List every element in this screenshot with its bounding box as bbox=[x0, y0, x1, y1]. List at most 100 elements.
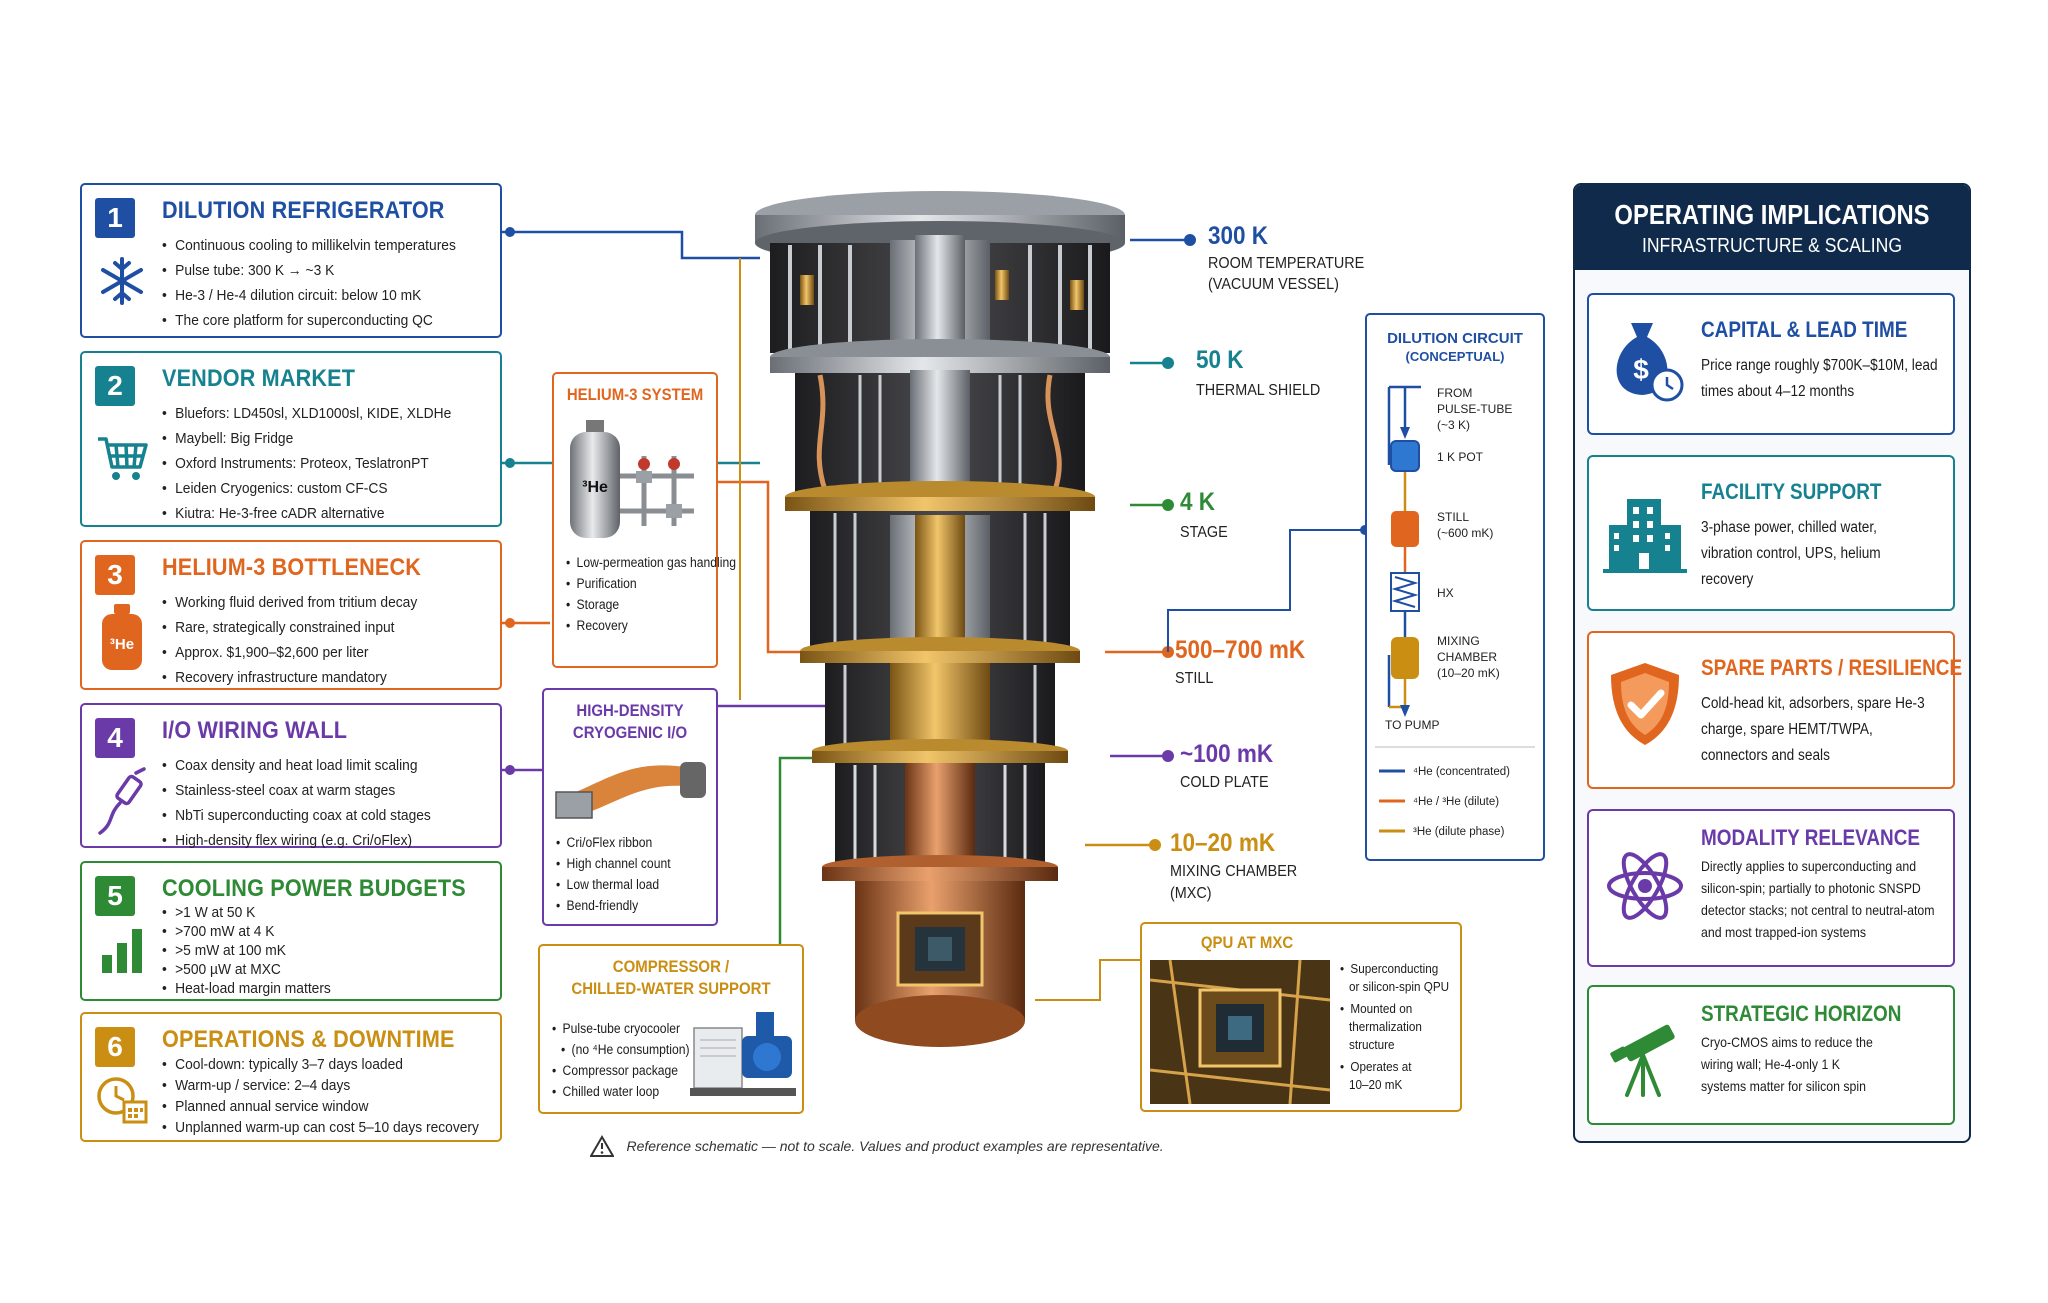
card-cooling-power-budgets: 5 COOLING POWER BUDGETS >1 W at 50 K >70… bbox=[80, 861, 502, 1001]
list-item: Bend-friendly bbox=[556, 895, 671, 916]
capital-lead-time-card: CAPITAL & LEAD TIME Price range roughly … bbox=[1587, 293, 1955, 435]
compressor-support-box: COMPRESSOR / CHILLED-WATER SUPPORT Pulse… bbox=[538, 944, 804, 1114]
card-title: STRATEGIC HORIZON bbox=[1701, 1001, 1902, 1026]
spare-parts-resilience-card: SPARE PARTS / RESILIENCE Cold-head kit, … bbox=[1587, 631, 1962, 789]
list-item-continuation: structure bbox=[1349, 1037, 1395, 1052]
stage-label: STAGE bbox=[1180, 524, 1228, 541]
box-title: QPU AT MXC bbox=[1200, 933, 1294, 952]
cryogenic-io-box: HIGH-DENSITY CRYOGENIC I/O Cri/oFlex rib… bbox=[542, 688, 718, 926]
list-item: >5 mW at 100 mK bbox=[162, 941, 331, 960]
list-item: Pulse tube: 300 K → ~3 K bbox=[162, 258, 456, 283]
list-item-continuation: thermalization bbox=[1349, 1019, 1422, 1034]
qpu-chip-image bbox=[1150, 960, 1330, 1104]
svg-text:CHAMBER: CHAMBER bbox=[1437, 650, 1497, 664]
box-title: HELIUM-3 SYSTEM bbox=[566, 385, 704, 404]
list-item: >500 µW at MXC bbox=[162, 960, 331, 979]
list-item: NbTi superconducting coax at cold stages bbox=[162, 803, 431, 828]
helium-3-system-box: HELIUM-3 SYSTEM ³He Low-permeation gas h… bbox=[552, 372, 736, 668]
stage-label: COLD PLATE bbox=[1180, 774, 1269, 791]
coax-connector-icon bbox=[98, 767, 146, 835]
svg-text:$: $ bbox=[1633, 354, 1649, 385]
stage-label: STILL bbox=[1175, 670, 1214, 687]
list-item-continuation: 10–20 mK bbox=[1349, 1077, 1403, 1092]
card-helium-3-bottleneck: 3 HELIUM-3 BOTTLENECK ³He Working fluid … bbox=[80, 540, 502, 690]
list-item: Low thermal load bbox=[556, 874, 671, 895]
box-items: Superconducting or silicon-spin QPU Moun… bbox=[1340, 960, 1461, 1094]
card-title: CAPITAL & LEAD TIME bbox=[1701, 317, 1908, 342]
dilution-circuit-panel: DILUTION CIRCUIT (CONCEPTUAL) FROM PULSE… bbox=[1365, 313, 1545, 861]
svg-text:⁴He / ³He (dilute): ⁴He / ³He (dilute) bbox=[1413, 796, 1499, 808]
card-number: 5 bbox=[95, 876, 135, 916]
list-item: Warm-up / service: 2–4 days bbox=[162, 1075, 479, 1096]
footnote: Reference schematic — not to scale. Valu… bbox=[589, 1135, 1164, 1157]
card-number: 6 bbox=[95, 1027, 135, 1067]
svg-text:(~600 mK): (~600 mK) bbox=[1437, 526, 1493, 540]
list-item: Recovery bbox=[566, 615, 736, 636]
warning-icon bbox=[589, 1135, 615, 1157]
list-item: Continuous cooling to millikelvin temper… bbox=[162, 233, 456, 258]
footnote-text: Reference schematic — not to scale. Valu… bbox=[626, 1138, 1164, 1154]
svg-text:PULSE-TUBE: PULSE-TUBE bbox=[1437, 402, 1512, 416]
list-item: Oxford Instruments: Proteox, TeslatronPT bbox=[162, 451, 451, 476]
list-item: Rare, strategically constrained input bbox=[162, 615, 417, 640]
box-title-line2: CHILLED-WATER SUPPORT bbox=[571, 979, 771, 998]
facility-support-card: FACILITY SUPPORT 3-phase power, chilled … bbox=[1587, 455, 1955, 611]
list-item: Superconducting bbox=[1340, 960, 1449, 978]
list-item-continuation: or silicon-spin QPU bbox=[1349, 979, 1450, 994]
helium-gas-cylinder-icon: ³He bbox=[570, 420, 694, 538]
panel-header: OPERATING IMPLICATIONS INFRASTRUCTURE & … bbox=[1575, 185, 1969, 270]
svg-text:⁴He (concentrated): ⁴He (concentrated) bbox=[1413, 766, 1510, 778]
card-items: Cool-down: typically 3–7 days loaded War… bbox=[162, 1054, 506, 1138]
list-item: Planned annual service window bbox=[162, 1096, 479, 1117]
list-item: The core platform for superconducting QC bbox=[162, 308, 456, 333]
list-item: Storage bbox=[566, 594, 736, 615]
svg-text:HX: HX bbox=[1437, 586, 1454, 600]
strategic-horizon-card: STRATEGIC HORIZON Cryo-CMOS aims to redu… bbox=[1587, 985, 1955, 1125]
stage-temperature: 4 K bbox=[1180, 488, 1216, 516]
svg-text:MIXING: MIXING bbox=[1437, 634, 1480, 648]
svg-text:TO PUMP: TO PUMP bbox=[1385, 718, 1439, 732]
card-title: FACILITY SUPPORT bbox=[1701, 479, 1882, 504]
card-operations-downtime: 6 OPERATIONS & DOWNTIME Cool-down: typic… bbox=[80, 1012, 502, 1142]
list-item: Approx. $1,900–$2,600 per liter bbox=[162, 640, 417, 665]
list-item: (no ⁴He consumption) bbox=[552, 1039, 690, 1060]
card-title: DILUTION REFRIGERATOR bbox=[162, 197, 445, 224]
svg-text:DILUTION CIRCUIT: DILUTION CIRCUIT bbox=[1387, 330, 1523, 347]
panel-title: OPERATING IMPLICATIONS bbox=[1614, 199, 1930, 230]
svg-text:FROM: FROM bbox=[1437, 386, 1472, 400]
stage-label: THERMAL SHIELD bbox=[1196, 382, 1321, 399]
list-item: Stainless-steel coax at warm stages bbox=[162, 778, 431, 803]
list-item: High channel count bbox=[556, 853, 671, 874]
svg-text:³He (dilute phase): ³He (dilute phase) bbox=[1413, 826, 1505, 838]
card-number: 4 bbox=[95, 718, 135, 758]
stage-temperature: 300 K bbox=[1208, 222, 1269, 250]
atom-icon bbox=[1607, 852, 1683, 920]
building-icon bbox=[1603, 499, 1687, 573]
svg-text:(~3 K): (~3 K) bbox=[1437, 418, 1470, 432]
card-io-wiring-wall: 4 I/O WIRING WALL Coax density and heat … bbox=[80, 703, 502, 849]
stage-label: MIXING CHAMBER bbox=[1170, 863, 1298, 880]
card-text: 3-phase power, chilled water, vibration … bbox=[1701, 519, 1881, 588]
svg-text:³He: ³He bbox=[582, 479, 608, 496]
svg-text:1 K POT: 1 K POT bbox=[1437, 450, 1484, 464]
card-number: 2 bbox=[95, 366, 135, 406]
box-title-line2: CRYOGENIC I/O bbox=[572, 723, 688, 742]
list-item: High-density flex wiring (e.g. Cri/oFlex… bbox=[162, 828, 431, 853]
stage-temperature: 50 K bbox=[1196, 346, 1244, 374]
list-item: Recovery infrastructure mandatory bbox=[162, 665, 417, 690]
shopping-cart-icon bbox=[98, 437, 148, 480]
list-item: Mounted on bbox=[1340, 1000, 1449, 1018]
flex-ribbon-cable-icon bbox=[555, 762, 706, 819]
card-items: >1 W at 50 K >700 mW at 4 K >5 mW at 100… bbox=[162, 903, 346, 998]
card-items: Coax density and heat load limit scaling… bbox=[162, 753, 454, 853]
card-title: MODALITY RELEVANCE bbox=[1701, 825, 1921, 850]
card-number: 1 bbox=[95, 198, 135, 238]
bar-chart-icon bbox=[102, 929, 142, 973]
shield-check-icon bbox=[1611, 663, 1679, 745]
card-text: Price range roughly $700K–$10M, lead tim… bbox=[1701, 357, 1938, 400]
card-items: Continuous cooling to millikelvin temper… bbox=[162, 233, 481, 333]
card-title: VENDOR MARKET bbox=[162, 365, 356, 392]
card-text: Cryo-CMOS aims to reduce the wiring wall… bbox=[1701, 1034, 1873, 1094]
list-item: Coax density and heat load limit scaling bbox=[162, 753, 431, 778]
list-item: Heat-load margin matters bbox=[162, 979, 331, 998]
